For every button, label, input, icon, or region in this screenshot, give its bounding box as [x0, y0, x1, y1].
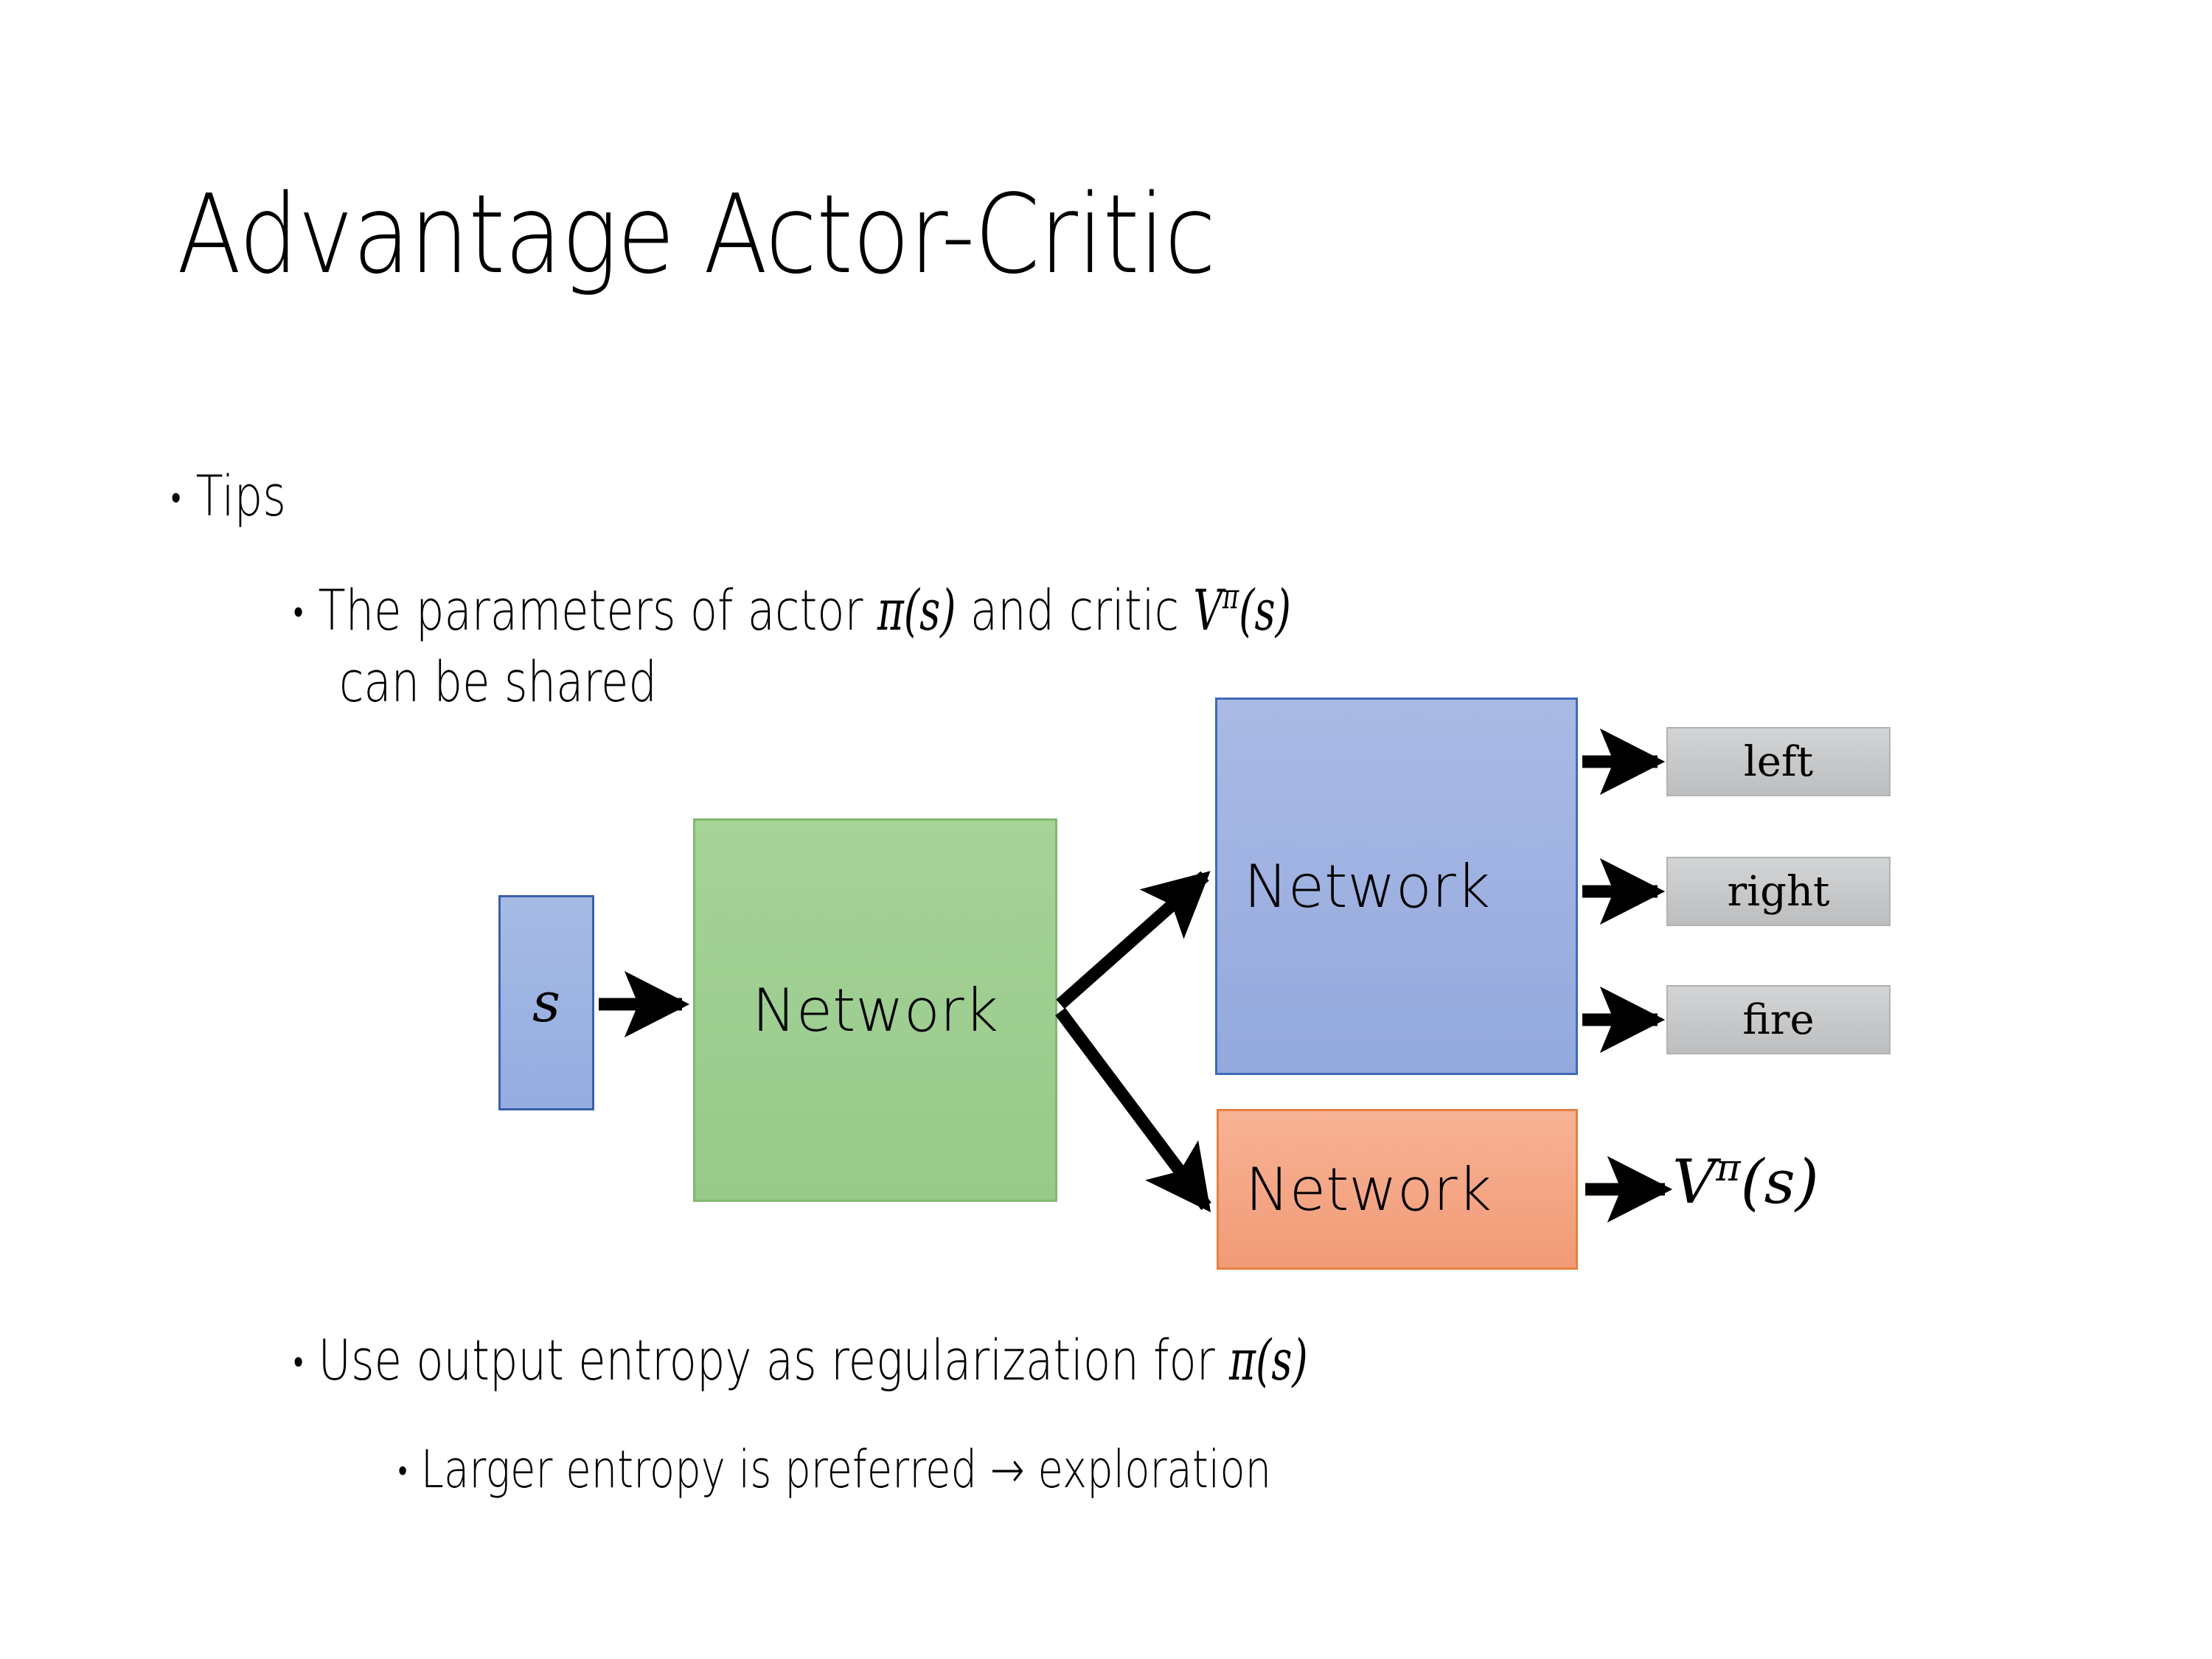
bullet-shared-parameters-text-b: and critic [956, 577, 1194, 644]
diagram-action-box-left: left [1666, 727, 1891, 796]
bullet-entropy-regularization-text: Use output entropy as regularization for [318, 1327, 1230, 1393]
diagram-critic-output-value: Vπ(s) [1672, 1146, 1819, 1218]
diagram-shared-network-box: Network [693, 818, 1057, 1202]
math-pi-of-s: π(s) [1229, 1327, 1308, 1393]
math-v-pi-of-s: Vπ(s) [1193, 577, 1291, 643]
diagram-actor-network-label: Network [1244, 852, 1491, 921]
bullet-dot-icon [171, 463, 195, 529]
math-v-superscript-pi: π [1222, 577, 1239, 617]
diagram-shared-network-label: Network [751, 975, 999, 1045]
math-v-base: V [1193, 577, 1222, 644]
page-title: Advantage Actor-Critic [177, 171, 1216, 298]
bullet-tips: Tips [171, 463, 286, 529]
bullet-can-be-shared-label: can be shared [339, 649, 658, 714]
bullet-tips-label: Tips [195, 463, 286, 529]
bullet-exploration: Larger entropy is preferred → exploratio… [398, 1439, 1271, 1500]
critic-output-argument: (s) [1740, 1147, 1819, 1218]
bullet-shared-parameters-text-a: The parameters of actor [318, 577, 877, 644]
arrow-shared-to-actor-network [1056, 871, 1211, 1009]
bullet-dot-icon [293, 1327, 318, 1393]
diagram-action-box-fire: fire [1666, 985, 1891, 1054]
diagram-action-label-left: left [1743, 737, 1814, 786]
bullet-dot-icon [293, 577, 318, 643]
math-pi-of-s: π(s) [877, 577, 956, 644]
diagram-input-state-box: s [498, 895, 594, 1110]
math-v-argument: (s) [1239, 577, 1291, 644]
diagram-action-label-fire: fire [1742, 995, 1815, 1044]
critic-output-superscript-pi: π [1716, 1146, 1741, 1189]
diagram-action-box-right: right [1666, 857, 1891, 926]
bullet-entropy-regularization: Use output entropy as regularization for… [293, 1327, 1308, 1393]
bullet-exploration-label: Larger entropy is preferred → exploratio… [420, 1439, 1272, 1500]
diagram-input-state-label: s [532, 971, 560, 1034]
arrow-shared-to-critic-network [1055, 1007, 1211, 1213]
diagram-critic-network-box: Network [1217, 1109, 1578, 1270]
critic-output-v-base: V [1672, 1147, 1717, 1218]
diagram-critic-network-label: Network [1245, 1155, 1492, 1224]
diagram-actor-network-box: Network [1215, 698, 1578, 1075]
bullet-shared-parameters: The parameters of actor π(s) and critic … [293, 577, 1291, 644]
diagram-action-label-right: right [1727, 867, 1830, 916]
bullet-can-be-shared: can be shared [339, 649, 657, 714]
bullet-dot-icon [398, 1439, 421, 1500]
